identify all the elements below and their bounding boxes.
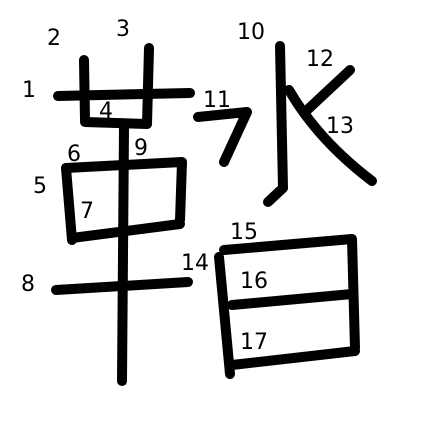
stroke-number-10: 10 xyxy=(237,20,265,45)
stroke-number-7: 7 xyxy=(80,199,94,224)
stroke-number-5: 5 xyxy=(33,174,47,199)
stroke-6 xyxy=(61,157,187,225)
stroke-number-4: 4 xyxy=(99,99,113,124)
stroke-17 xyxy=(227,346,360,370)
stroke-14 xyxy=(214,252,235,379)
stroke-number-1: 1 xyxy=(22,78,36,103)
stroke-number-12: 12 xyxy=(306,47,334,72)
stroke-16 xyxy=(227,289,357,310)
stroke-number-2: 2 xyxy=(47,26,61,51)
stroke-3 xyxy=(142,43,154,129)
stroke-number-15: 15 xyxy=(230,220,258,245)
stroke-4 xyxy=(80,117,152,129)
stroke-2 xyxy=(79,55,90,125)
stroke-13 xyxy=(284,85,377,186)
stroke-number-16: 16 xyxy=(240,269,268,294)
stroke-11 xyxy=(193,107,252,167)
stroke-9 xyxy=(117,123,129,386)
stroke-number-17: 17 xyxy=(240,330,268,355)
stroke-5 xyxy=(61,163,77,245)
stroke-number-8: 8 xyxy=(21,272,35,297)
stroke-10 xyxy=(263,41,288,207)
stroke-15 xyxy=(219,234,360,353)
stroke-1 xyxy=(53,88,195,101)
stroke-12 xyxy=(299,65,355,118)
stroke-number-3: 3 xyxy=(116,17,130,42)
stroke-number-6: 6 xyxy=(67,142,81,167)
stroke-number-14: 14 xyxy=(181,251,209,276)
stroke-number-13: 13 xyxy=(326,114,354,139)
stroke-number-9: 9 xyxy=(134,136,148,161)
stroke-number-11: 11 xyxy=(203,88,231,113)
